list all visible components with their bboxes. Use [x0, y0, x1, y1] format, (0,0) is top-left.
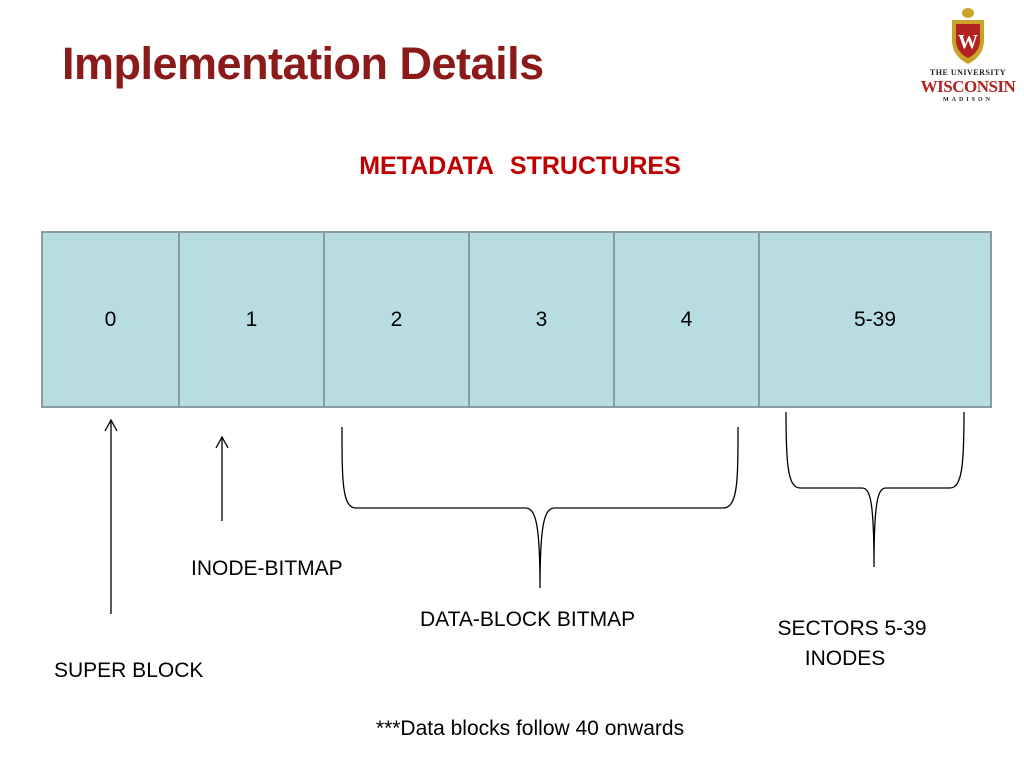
- data-block-bitmap-brace: [341, 426, 739, 589]
- logo-line-wisconsin: WISCONSIN: [920, 77, 1016, 96]
- sector-cell-3: 3: [468, 231, 615, 408]
- sector-cell-2: 2: [323, 231, 470, 408]
- inodes-brace: [785, 411, 965, 568]
- svg-text:W: W: [958, 31, 978, 53]
- sector-cell-5-39: 5-39: [758, 231, 992, 408]
- sector-cell-4: 4: [613, 231, 760, 408]
- inode-bitmap-label: INODE-BITMAP: [191, 557, 343, 580]
- sectors-range-label: SECTORS 5-39: [777, 617, 927, 640]
- crest-icon: W: [952, 8, 984, 64]
- inode-bitmap-arrow: [215, 435, 229, 521]
- logo-line-university: THE UNIVERSITY: [929, 68, 1007, 77]
- footnote: ***Data blocks follow 40 onwards: [375, 717, 685, 740]
- slide-title: Implementation Details: [62, 38, 544, 89]
- super-block-arrow: [104, 418, 118, 614]
- inodes-label: INODES: [804, 647, 886, 670]
- diagram-subtitle: METADATA STRUCTURES: [359, 152, 681, 180]
- super-block-label: SUPER BLOCK: [54, 659, 204, 682]
- data-block-bitmap-label: DATA-BLOCK BITMAP: [420, 608, 636, 631]
- university-logo: W THE UNIVERSITY WISCONSIN MADISON: [918, 6, 1018, 106]
- sector-cell-0: 0: [41, 231, 180, 408]
- logo-line-madison: MADISON: [942, 97, 993, 103]
